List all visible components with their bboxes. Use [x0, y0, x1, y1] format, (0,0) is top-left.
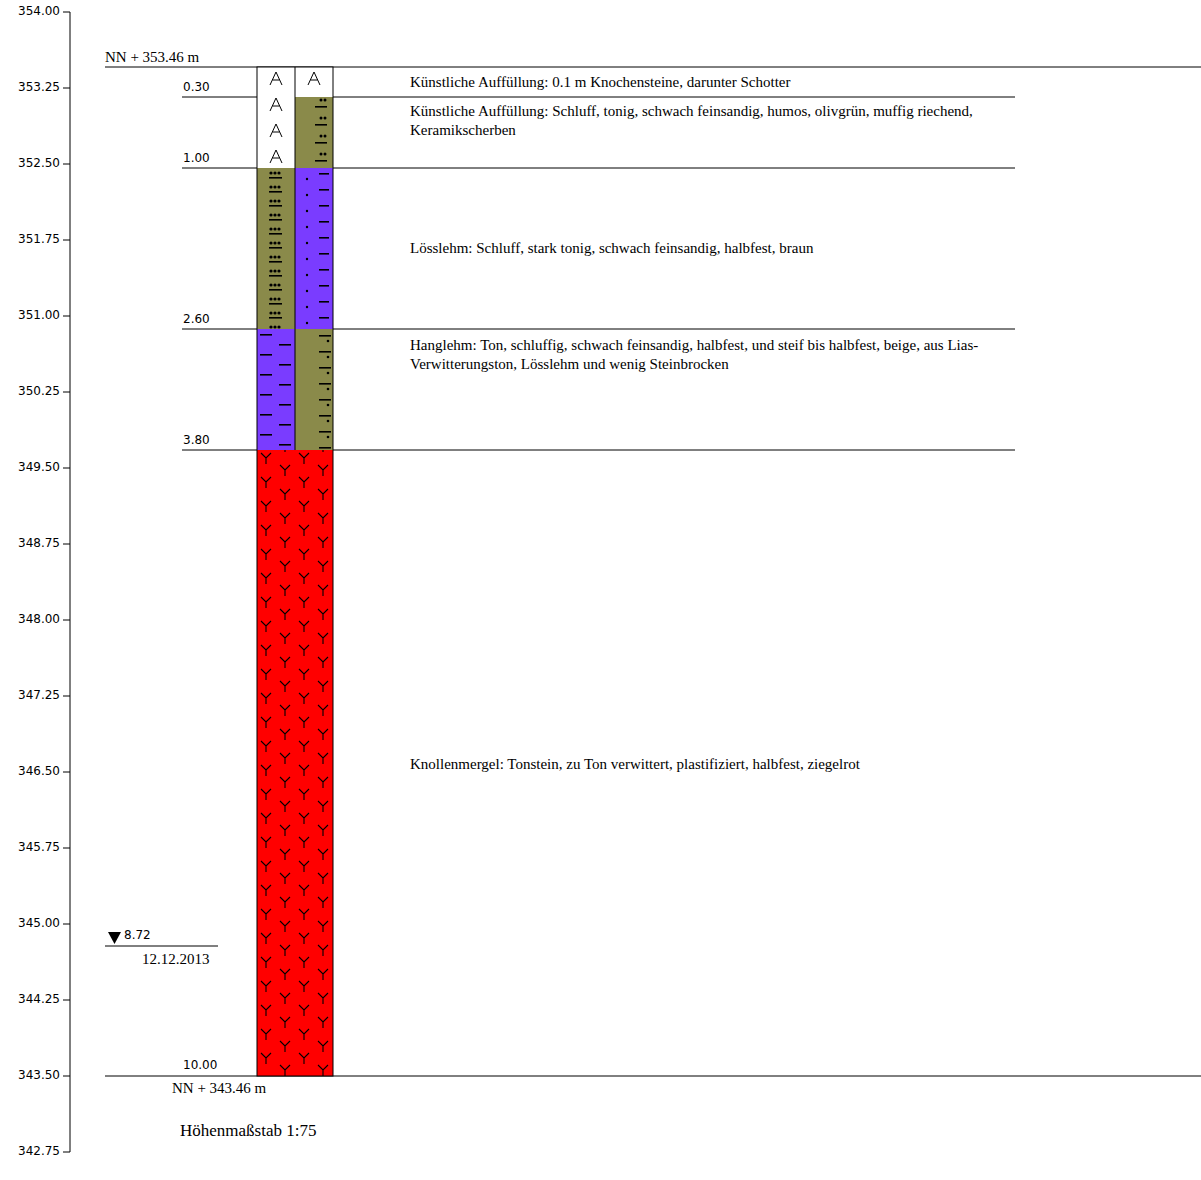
- scale-note: Höhenmaßstab 1:75: [180, 1121, 316, 1140]
- axis-tick: [63, 544, 70, 545]
- layer-description: Künstliche Auffüllung: Schluff, tonig, s…: [410, 102, 1010, 140]
- axis-label: 352.50: [2, 156, 60, 170]
- axis-label: 347.25: [2, 688, 60, 702]
- elevation-label: NN + 343.46 m: [172, 1079, 266, 1098]
- axis-label: 350.25: [2, 384, 60, 398]
- layer-description: Knollenmergel: Tonstein, zu Ton verwitte…: [410, 755, 1010, 774]
- axis-tick: [63, 164, 70, 165]
- axis-tick: [63, 848, 70, 849]
- axis-tick: [63, 696, 70, 697]
- axis-label: 351.00: [2, 308, 60, 322]
- axis-tick: [63, 468, 70, 469]
- axis-tick: [63, 240, 70, 241]
- axis-tick: [63, 620, 70, 621]
- groundwater-depth: 8.72: [124, 928, 151, 942]
- axis-label: 348.00: [2, 612, 60, 626]
- axis-label: 354.00: [2, 4, 60, 18]
- axis-label: 343.50: [2, 1068, 60, 1082]
- groundwater-date: 12.12.2013: [142, 950, 210, 969]
- depth-label: 10.00: [183, 1058, 217, 1072]
- depth-label: 0.30: [183, 80, 210, 94]
- axis-label: 345.75: [2, 840, 60, 854]
- axis-tick: [63, 924, 70, 925]
- axis-tick: [63, 88, 70, 89]
- axis-label: 353.25: [2, 80, 60, 94]
- axis-tick: [63, 772, 70, 773]
- axis-label: 344.25: [2, 992, 60, 1006]
- layer-description: Lösslehm: Schluff, stark tonig, schwach …: [410, 239, 1030, 258]
- layer-description: Künstliche Auffüllung: 0.1 m Knochenstei…: [410, 73, 1030, 92]
- axis-label: 346.50: [2, 764, 60, 778]
- axis-label: 345.00: [2, 916, 60, 930]
- axis-tick: [63, 316, 70, 317]
- elevation-label: NN + 353.46 m: [105, 48, 199, 67]
- axis-label: 351.75: [2, 232, 60, 246]
- depth-label: 2.60: [183, 312, 210, 326]
- axis-tick: [63, 12, 70, 13]
- axis-tick: [63, 1076, 70, 1077]
- axis-tick: [63, 392, 70, 393]
- depth-label: 3.80: [183, 433, 210, 447]
- axis-tick: [63, 1152, 70, 1153]
- axis-label: 342.75: [2, 1144, 60, 1158]
- axis-tick: [63, 1000, 70, 1001]
- axis-label: 349.50: [2, 460, 60, 474]
- layer-description: Hanglehm: Ton, schluffig, schwach feinsa…: [410, 336, 1020, 374]
- depth-label: 1.00: [183, 151, 210, 165]
- axis-label: 348.75: [2, 536, 60, 550]
